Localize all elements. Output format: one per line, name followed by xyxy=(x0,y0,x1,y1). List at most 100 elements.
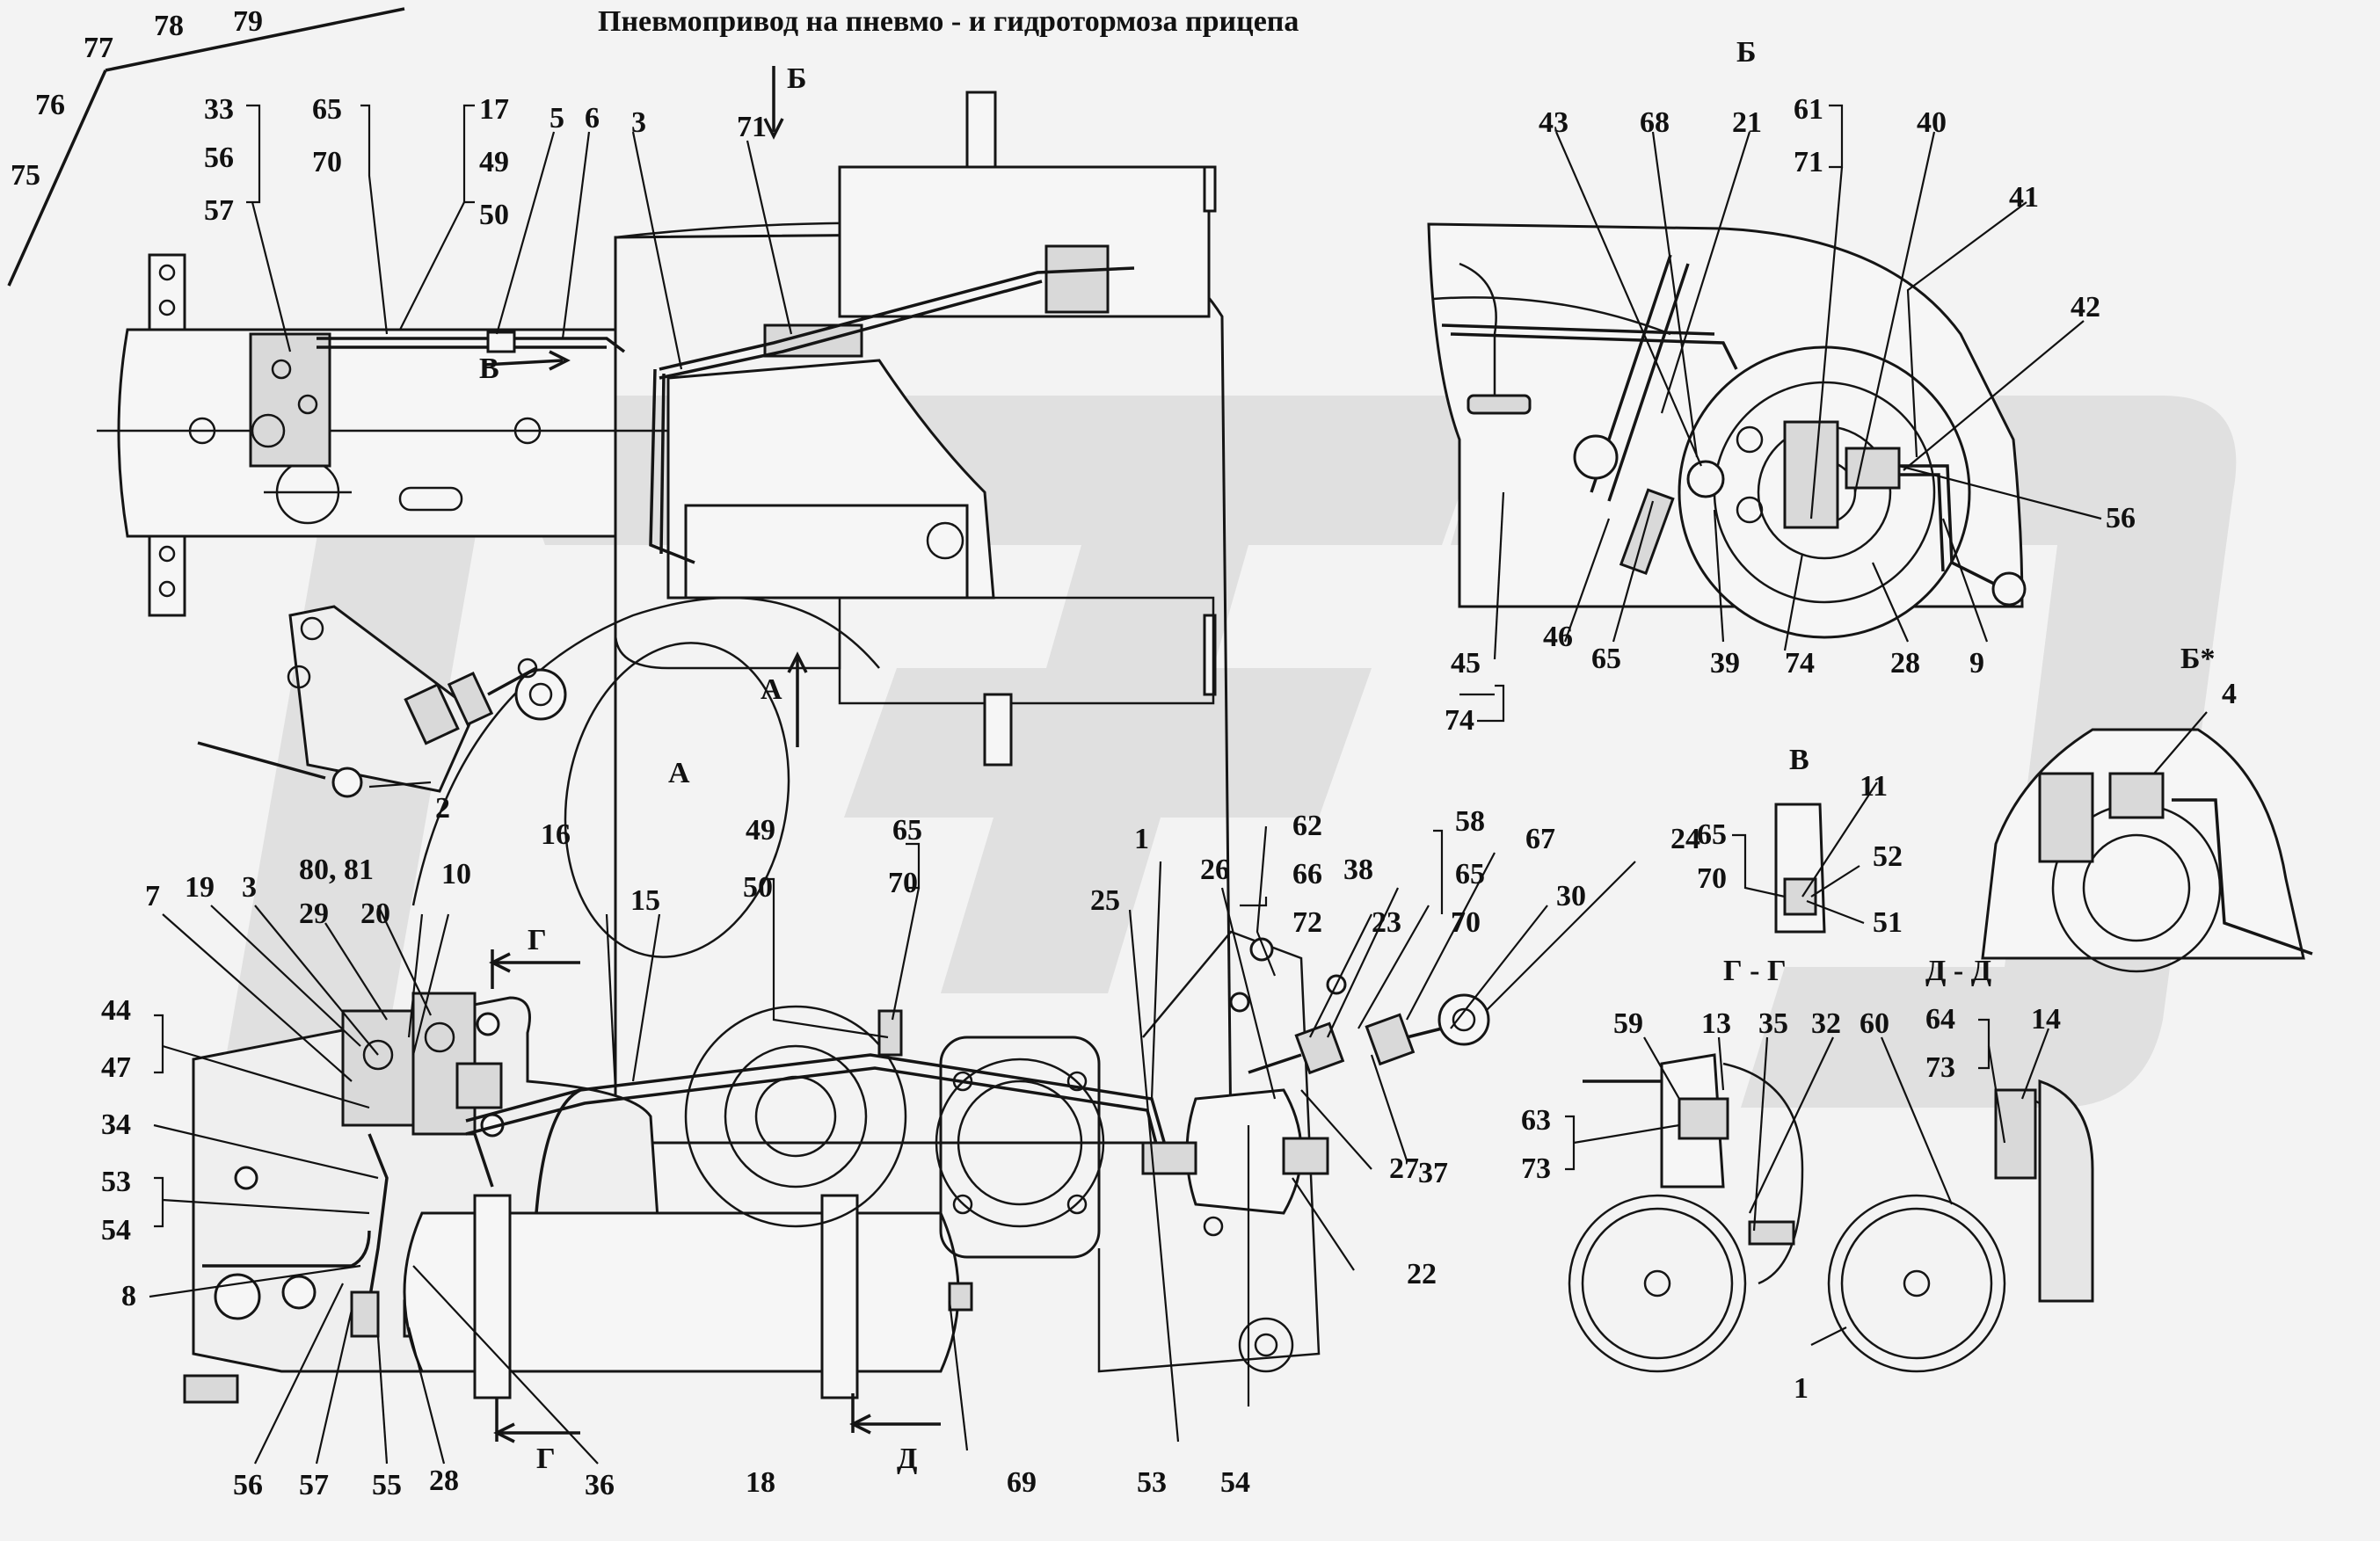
label-26: 26 xyxy=(1200,854,1230,886)
view-b-star-assembly xyxy=(1981,728,2313,973)
label-58: 58 xyxy=(1455,805,1485,838)
label-55: 55 xyxy=(372,1469,402,1501)
label-11: 11 xyxy=(1860,770,1888,803)
label-57-bl: 57 xyxy=(299,1469,329,1501)
section-v-arrow-label: В xyxy=(479,353,499,385)
label-71-top: 71 xyxy=(737,111,767,143)
section-b-arrow-label: Б xyxy=(787,62,806,95)
label-4: 4 xyxy=(2222,678,2237,710)
label-15: 15 xyxy=(630,884,660,917)
label-70-c: 70 xyxy=(888,867,918,899)
section-a-view-label: А xyxy=(668,757,690,789)
label-23: 23 xyxy=(1372,906,1401,939)
label-39: 39 xyxy=(1710,647,1740,680)
leader-lines xyxy=(149,104,2208,1465)
label-64: 64 xyxy=(1925,1003,1955,1036)
label-77: 77 xyxy=(84,32,113,64)
label-40: 40 xyxy=(1917,106,1947,139)
label-28: 28 xyxy=(429,1465,459,1497)
label-52: 52 xyxy=(1873,840,1903,873)
section-d-d-title: Д - Д xyxy=(1925,955,1991,987)
label-34: 34 xyxy=(101,1109,131,1141)
label-79: 79 xyxy=(233,5,263,38)
section-b-star-title: Б* xyxy=(2180,643,2215,675)
label-73: 73 xyxy=(1521,1152,1551,1185)
label-16: 16 xyxy=(541,818,571,851)
label-72: 72 xyxy=(1292,906,1322,939)
section-v-title: В xyxy=(1789,744,1809,776)
label-65-v: 65 xyxy=(1697,818,1727,851)
section-a-arrow-label: А xyxy=(761,673,782,706)
label-65-d: 65 xyxy=(1455,858,1485,890)
label-45: 45 xyxy=(1451,647,1481,680)
label-30: 30 xyxy=(1556,880,1586,912)
label-44: 44 xyxy=(101,994,131,1027)
label-70-v: 70 xyxy=(1697,862,1727,895)
callout-labels: 75 76 77 78 79 33 56 57 65 70 17 49 50 5… xyxy=(11,5,2237,1501)
label-47: 47 xyxy=(101,1051,131,1084)
label-42: 42 xyxy=(2071,291,2100,323)
label-17: 17 xyxy=(479,93,509,126)
label-73-d: 73 xyxy=(1925,1051,1955,1084)
label-50-b: 50 xyxy=(743,871,773,904)
label-62: 62 xyxy=(1292,810,1322,842)
section-g-g xyxy=(1568,1053,1804,1373)
view-v-assembly xyxy=(1774,803,1826,934)
label-76: 76 xyxy=(35,89,65,121)
label-50: 50 xyxy=(479,199,509,231)
label-41: 41 xyxy=(2009,181,2039,214)
label-38: 38 xyxy=(1343,854,1373,886)
brake-chamber xyxy=(1141,1088,1329,1237)
label-68: 68 xyxy=(1640,106,1670,139)
label-74: 74 xyxy=(1445,704,1474,737)
label-29: 29 xyxy=(299,898,329,930)
label-53: 53 xyxy=(101,1166,131,1198)
label-49: 49 xyxy=(479,146,509,178)
label-28-b: 28 xyxy=(1890,647,1920,680)
label-2: 2 xyxy=(435,792,450,825)
label-75: 75 xyxy=(11,159,40,192)
section-d-d xyxy=(1827,1079,2094,1373)
label-19: 19 xyxy=(185,871,215,904)
label-7: 7 xyxy=(145,880,160,912)
label-74-b: 74 xyxy=(1785,647,1815,680)
label-27: 27 xyxy=(1389,1152,1419,1185)
label-65: 65 xyxy=(312,93,342,126)
label-54: 54 xyxy=(101,1214,131,1247)
label-69: 69 xyxy=(1007,1466,1037,1499)
label-6: 6 xyxy=(585,102,600,134)
view-b-assembly xyxy=(1427,222,2027,639)
label-14: 14 xyxy=(2031,1003,2061,1036)
brake-pipeline xyxy=(465,1009,1171,1214)
air-receiver xyxy=(403,1194,973,1399)
label-5: 5 xyxy=(550,102,564,134)
label-13: 13 xyxy=(1701,1007,1731,1040)
label-9: 9 xyxy=(1969,647,1984,680)
label-25: 25 xyxy=(1090,884,1120,917)
label-32: 32 xyxy=(1811,1007,1841,1040)
label-53-b: 53 xyxy=(1137,1466,1167,1499)
label-80-81: 80, 81 xyxy=(299,854,374,886)
label-66: 66 xyxy=(1292,858,1322,890)
label-65-c: 65 xyxy=(892,814,922,847)
label-49-b: 49 xyxy=(746,814,775,847)
label-61: 61 xyxy=(1794,93,1823,126)
label-3-top: 3 xyxy=(631,106,646,139)
label-8: 8 xyxy=(121,1280,136,1312)
label-36: 36 xyxy=(585,1469,615,1501)
label-71: 71 xyxy=(1794,146,1823,178)
label-1-top: 1 xyxy=(1134,823,1149,855)
label-43: 43 xyxy=(1539,106,1568,139)
label-59: 59 xyxy=(1613,1007,1643,1040)
label-78: 78 xyxy=(154,10,184,42)
section-d-arrow: Д xyxy=(897,1443,917,1475)
label-33: 33 xyxy=(204,93,234,126)
section-b-title: Б xyxy=(1736,36,1756,69)
label-57: 57 xyxy=(204,194,234,227)
label-70: 70 xyxy=(312,146,342,178)
section-arrows xyxy=(483,66,941,1443)
label-70-d: 70 xyxy=(1451,906,1481,939)
section-g-arrow-bottom: Г xyxy=(536,1443,556,1475)
